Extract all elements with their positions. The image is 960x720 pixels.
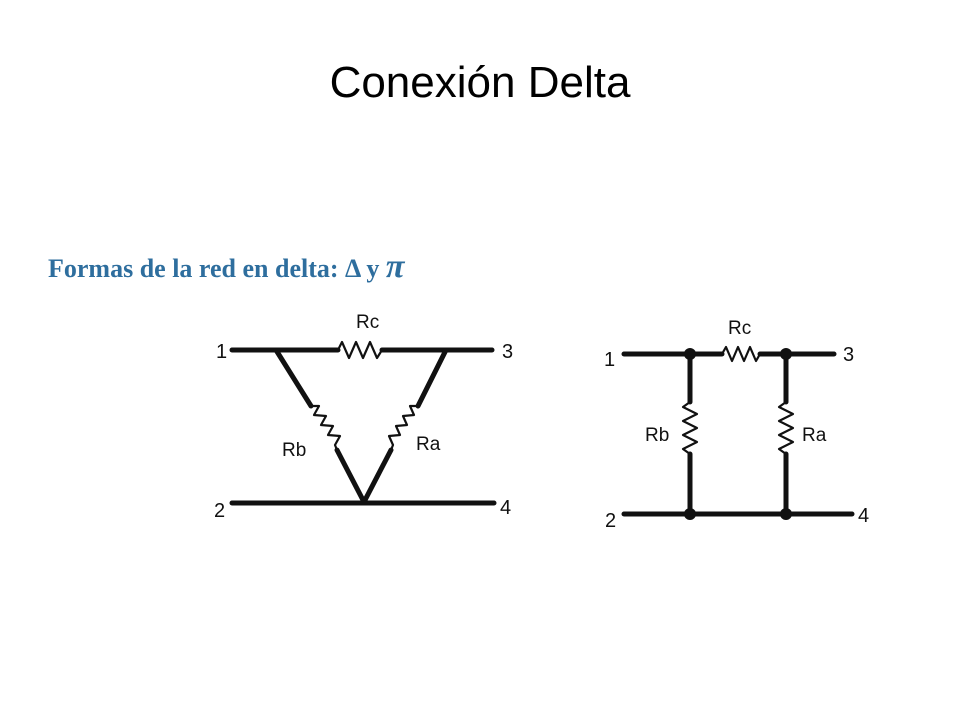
pi-resistor-ra — [777, 401, 795, 455]
pi-node-bottom-left — [684, 508, 696, 520]
pi-symbol: π — [385, 248, 405, 285]
diagram-subtitle: Formas de la red en delta: Δ y π — [48, 248, 404, 286]
delta-label-rc: Rc — [356, 312, 379, 333]
pi-resistor-rb — [681, 401, 699, 455]
delta-terminal-4: 4 — [500, 497, 511, 519]
delta-right-wire-lower — [361, 447, 394, 505]
pi-terminal-2: 2 — [605, 510, 616, 532]
slide-title: Conexión Delta — [329, 58, 631, 107]
delta-terminal-3: 3 — [502, 341, 513, 363]
pi-terminal-4: 4 — [858, 505, 869, 527]
delta-terminal-1: 1 — [216, 341, 227, 363]
pi-label-rb: Rb — [645, 425, 669, 446]
subtitle-text: Formas de la red en delta: Δ y — [48, 254, 386, 283]
pi-network: Rc Rb Ra 1 2 3 4 — [604, 318, 869, 532]
pi-node-bottom-right — [780, 508, 792, 520]
delta-label-rb: Rb — [282, 440, 306, 461]
delta-label-ra: Ra — [416, 434, 441, 455]
delta-terminal-2: 2 — [214, 500, 225, 522]
delta-left-wire-upper — [273, 347, 314, 409]
pi-label-rc: Rc — [728, 318, 751, 339]
delta-resistor-rc — [337, 340, 383, 360]
pi-terminal-1: 1 — [604, 349, 615, 371]
delta-resistor-ra — [387, 404, 418, 451]
pi-label-ra: Ra — [802, 425, 827, 446]
pi-node-top-left — [684, 348, 696, 360]
delta-right-wire-upper — [415, 347, 449, 409]
delta-resistor-rb — [311, 404, 342, 451]
pi-terminal-3: 3 — [843, 344, 854, 366]
delta-network: Rc Rb Ra 1 2 3 4 — [214, 312, 513, 522]
pi-node-top-right — [780, 348, 792, 360]
delta-left-wire-lower — [334, 447, 367, 505]
pi-resistor-rc — [721, 345, 761, 363]
